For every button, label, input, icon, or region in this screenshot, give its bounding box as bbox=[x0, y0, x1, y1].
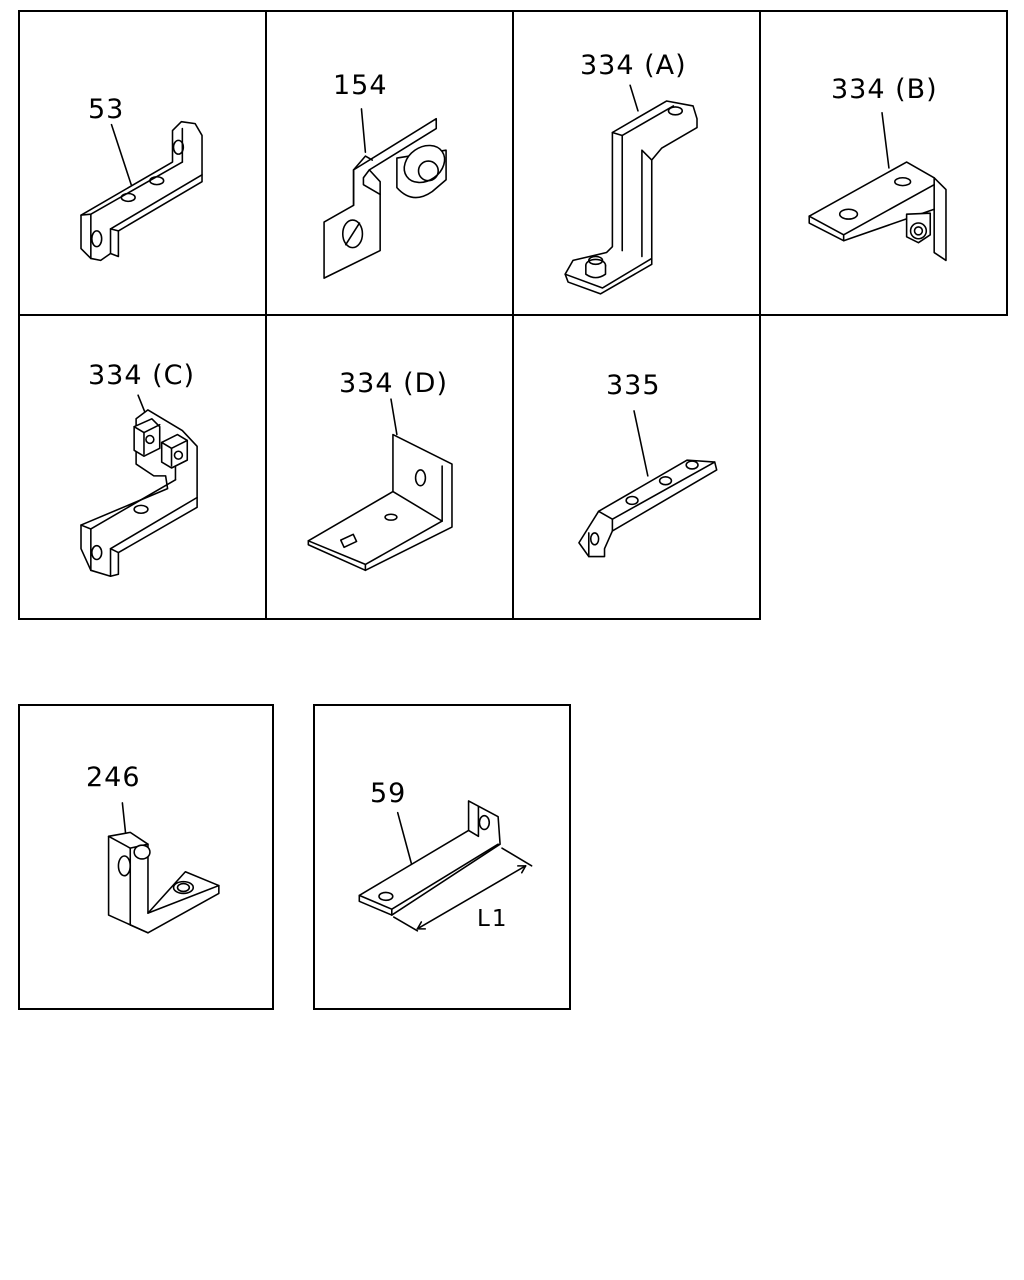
part-label-335: 335 bbox=[606, 370, 661, 401]
part-label-334d: 334 (D) bbox=[339, 368, 448, 399]
bracket-246-drawing bbox=[107, 802, 220, 934]
part-label-53: 53 bbox=[88, 94, 125, 125]
dimension-label-l1: L1 bbox=[477, 906, 509, 932]
bracket-59-drawing bbox=[358, 800, 533, 932]
bracket-334c-drawing bbox=[80, 394, 198, 578]
part-cell-53: 53 bbox=[18, 10, 267, 316]
part-cell-334c: 334 (C) bbox=[18, 314, 267, 620]
bracket-154-drawing bbox=[323, 108, 447, 279]
bracket-334a-drawing bbox=[564, 84, 698, 295]
bracket-53-drawing bbox=[80, 120, 203, 262]
bracket-334d-drawing bbox=[307, 398, 453, 572]
part-label-334a: 334 (A) bbox=[580, 50, 687, 81]
part-label-334b: 334 (B) bbox=[831, 74, 938, 105]
part-cell-334b: 334 (B) bbox=[759, 10, 1008, 316]
part-cell-335: 335 bbox=[512, 314, 761, 620]
part-cell-154: 154 bbox=[265, 10, 514, 316]
part-label-246: 246 bbox=[86, 762, 141, 793]
part-cell-334a: 334 (A) bbox=[512, 10, 761, 316]
part-cell-246: 246 bbox=[18, 704, 274, 1010]
part-label-59: 59 bbox=[370, 778, 407, 809]
bracket-334b-drawing bbox=[808, 112, 947, 262]
part-label-334c: 334 (C) bbox=[88, 360, 196, 391]
part-cell-334d: 334 (D) bbox=[265, 314, 514, 620]
part-cell-59: 59 L1 bbox=[313, 704, 571, 1010]
part-label-154: 154 bbox=[333, 70, 388, 101]
bracket-335-drawing bbox=[578, 410, 718, 558]
